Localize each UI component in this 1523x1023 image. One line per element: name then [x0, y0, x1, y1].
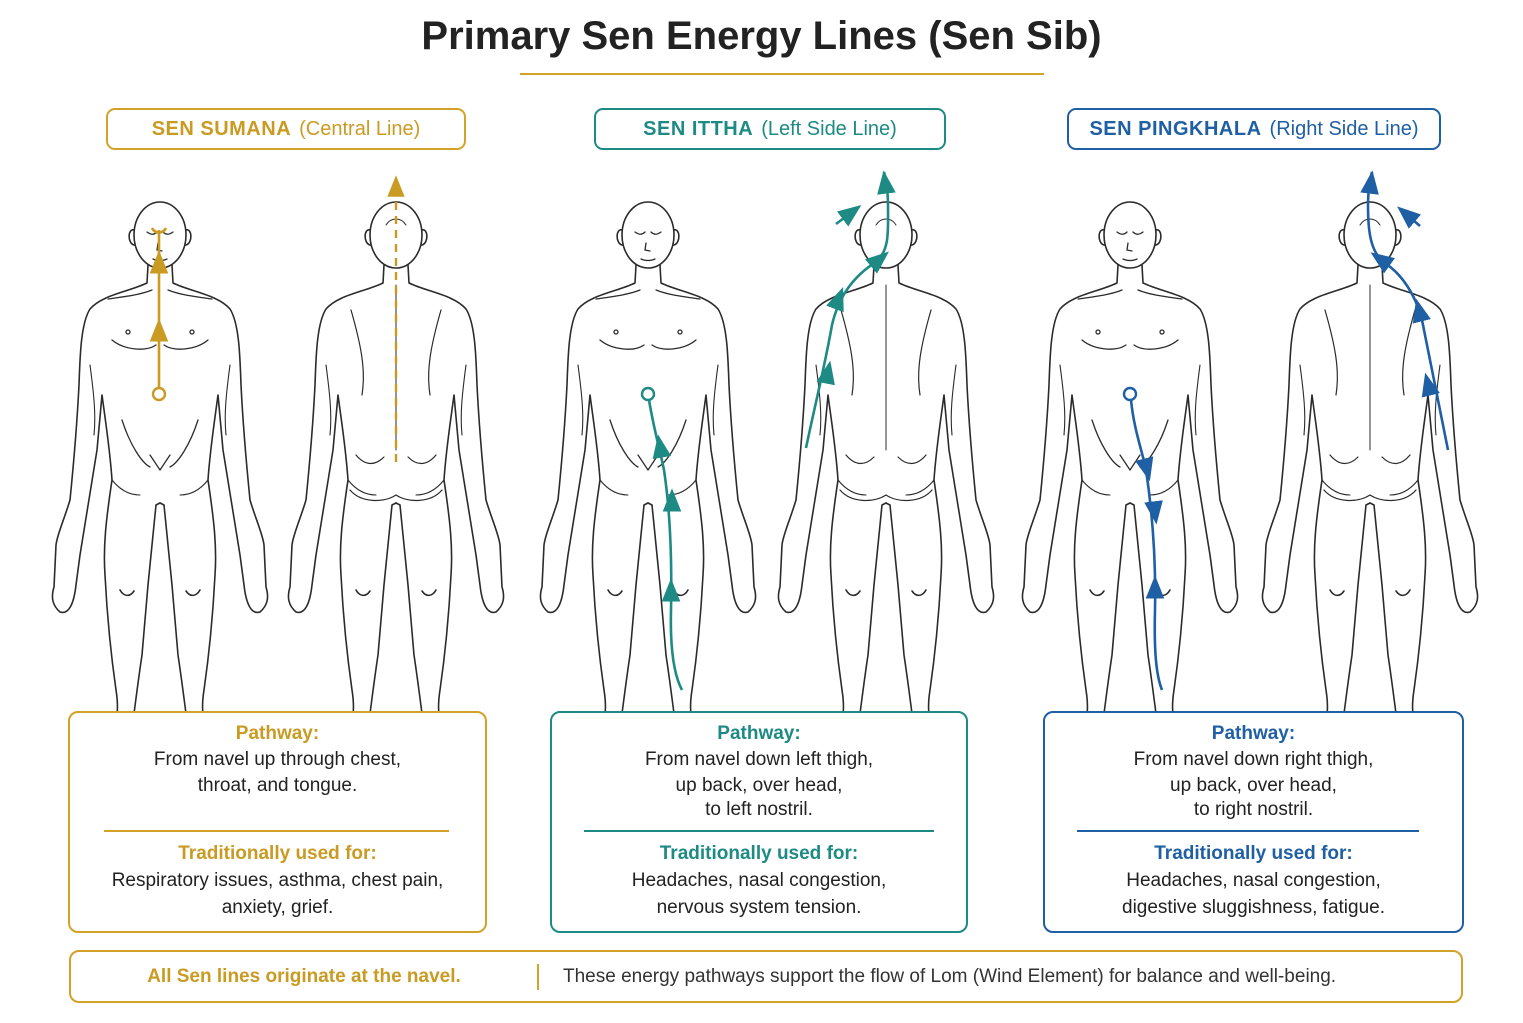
footer-banner: All Sen lines originate at the navel. Th…: [69, 950, 1463, 1003]
figure-back-sumana: [287, 201, 505, 747]
badge-name: SEN ITTHA: [643, 117, 754, 140]
badge-name: SEN SUMANA: [151, 117, 292, 140]
ittha-front-line: [640, 386, 684, 691]
footer-highlight: All Sen lines originate at the navel.: [147, 966, 461, 987]
badge-name: SEN PINGKHALA: [1089, 117, 1262, 140]
footer-note: These energy pathways support the flow o…: [563, 966, 1337, 987]
figure-back-ittha: [777, 201, 995, 747]
badge-sen-sumana: SEN SUMANA (Central Line): [106, 108, 466, 150]
pathway-line: From navel down left thigh,: [644, 749, 874, 770]
info-card-ittha: Pathway: From navel down left thigh, up …: [550, 711, 968, 933]
pathway-line: to right nostril.: [1193, 799, 1314, 820]
uses-heading: Traditionally used for:: [178, 843, 377, 864]
pathway-line: throat, and tongue.: [197, 775, 358, 796]
card-divider: [584, 830, 934, 832]
uses-line: nervous system tension.: [656, 897, 862, 918]
figure-back-pingkhala: [1261, 201, 1479, 747]
pathway-line: up back, over head,: [675, 775, 843, 796]
sumana-front-line: [149, 227, 169, 402]
figure-front-pingkhala: [1021, 201, 1239, 747]
uses-line: Headaches, nasal congestion,: [631, 870, 887, 891]
ittha-back-line: [804, 170, 896, 449]
info-card-sumana: Pathway: From navel up through chest, th…: [68, 711, 487, 933]
uses-line: Respiratory issues, asthma, chest pain,: [111, 870, 444, 891]
pathway-line: to left nostril.: [705, 799, 813, 820]
uses-line: Headaches, nasal congestion,: [1126, 870, 1381, 891]
pathway-line: From navel up through chest,: [153, 749, 402, 770]
pathway-heading: Pathway:: [1211, 723, 1296, 744]
card-divider: [104, 830, 449, 832]
figure-front-ittha: [539, 201, 757, 747]
badge-sen-pingkhala: SEN PINGKHALA (Right Side Line): [1067, 108, 1441, 150]
uses-line: digestive sluggishness, fatigue.: [1122, 897, 1385, 918]
badge-subtitle: (Left Side Line): [761, 117, 897, 140]
pathway-line: up back, over head,: [1170, 775, 1337, 796]
badge-subtitle: (Central Line): [299, 117, 421, 140]
uses-heading: Traditionally used for:: [659, 843, 859, 864]
badge-subtitle: (Right Side Line): [1269, 117, 1419, 140]
title-underline: [520, 73, 1044, 75]
info-card-pingkhala: Pathway: From navel down right thigh, up…: [1043, 711, 1464, 933]
pingkhala-back-line: [1360, 170, 1450, 451]
page-title: Primary Sen Energy Lines (Sen Sib): [421, 14, 1102, 58]
footer-separator: [537, 964, 539, 990]
pathway-heading: Pathway:: [717, 723, 801, 744]
pathway-line: From navel down right thigh,: [1133, 749, 1374, 770]
pingkhala-front-line: [1122, 386, 1165, 691]
badge-sen-ittha: SEN ITTHA (Left Side Line): [594, 108, 946, 150]
card-divider: [1077, 830, 1419, 832]
uses-heading: Traditionally used for:: [1154, 843, 1353, 864]
uses-line: anxiety, grief.: [221, 897, 334, 918]
pathway-heading: Pathway:: [235, 723, 320, 744]
